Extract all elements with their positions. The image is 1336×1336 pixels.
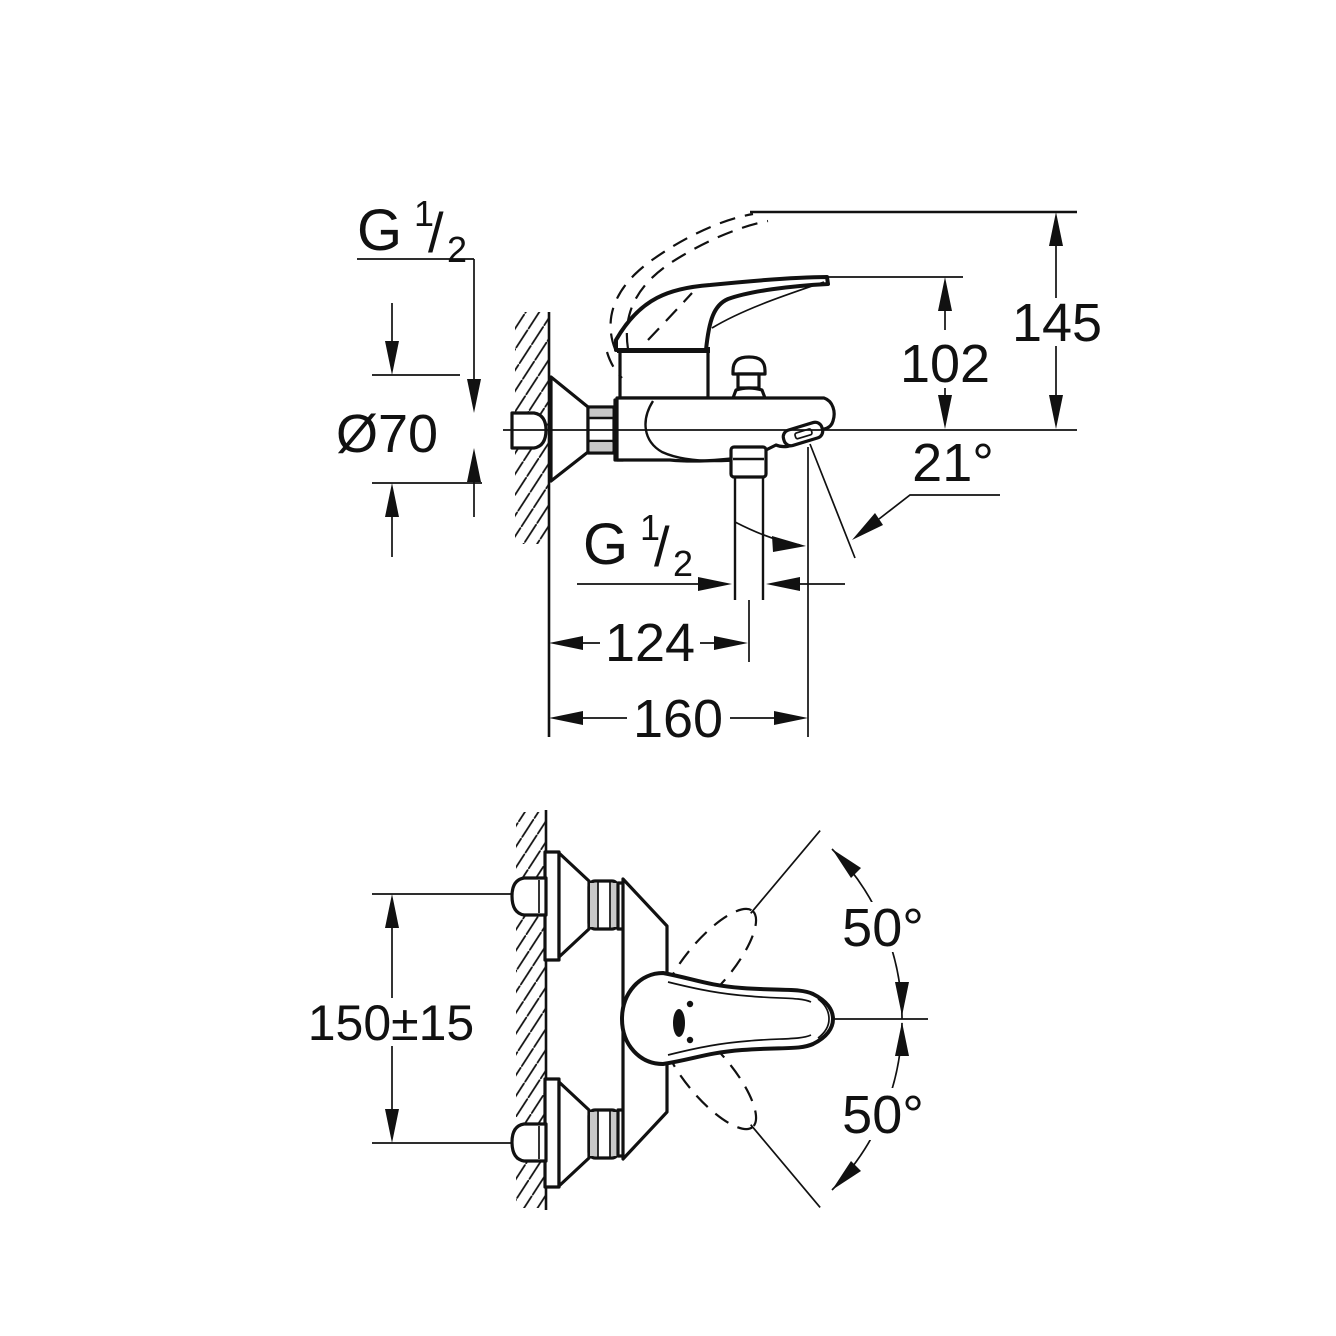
handle-height-label: 102 (900, 334, 990, 394)
dim-swivel-down: 50° (831, 1022, 928, 1191)
lever-handle-edge-line (711, 281, 825, 329)
lower-connection (510, 1077, 626, 1189)
flange-diameter-label: Ø70 (336, 404, 438, 464)
spout-reach-label: 160 (633, 689, 723, 749)
dim-flange-diameter: Ø70 (336, 303, 482, 557)
lever-handle-plan-inner-edge (667, 981, 830, 1056)
lever-handle (614, 275, 830, 352)
dim-hose-offset: 124 (549, 600, 750, 673)
upper-connection (510, 850, 626, 962)
escutcheon-cone (549, 375, 590, 483)
connection-centers-label: 150±15 (308, 995, 474, 1051)
handle-swivel-down-dashed (660, 1019, 821, 1208)
hose-nut (729, 445, 768, 479)
swivel-up-label: 50° (842, 898, 924, 958)
dim-connection-centers: 150±15 (306, 893, 512, 1144)
hose-offset-label: 124 (605, 613, 695, 673)
lever-handle-raised-dashed (605, 212, 769, 379)
dim-swivel-up: 50° (831, 848, 928, 1020)
indicator-dot-bottom (686, 1036, 694, 1044)
handle-swivel-up-dashed (660, 830, 821, 1019)
lever-handle-plan (620, 971, 835, 1066)
dim-spout-angle: 21° (734, 433, 1000, 737)
aerator (781, 420, 825, 448)
diverter-knob (731, 355, 767, 400)
swivel-down-label: 50° (842, 1085, 924, 1145)
cartridge-housing (618, 348, 710, 400)
plan-view: 150±15 50° 50° (306, 810, 928, 1210)
spout-angle-label: 21° (912, 433, 994, 493)
dim-handle-height: 102 (900, 277, 990, 429)
dim-overall-height: 145 (1012, 212, 1104, 429)
overall-height-label: 145 (1012, 293, 1102, 353)
indicator-dot-top (686, 1000, 694, 1008)
temperature-indicator-dot (673, 1009, 685, 1037)
dim-spout-reach: 160 (549, 689, 808, 749)
hose-pipe (733, 477, 765, 600)
